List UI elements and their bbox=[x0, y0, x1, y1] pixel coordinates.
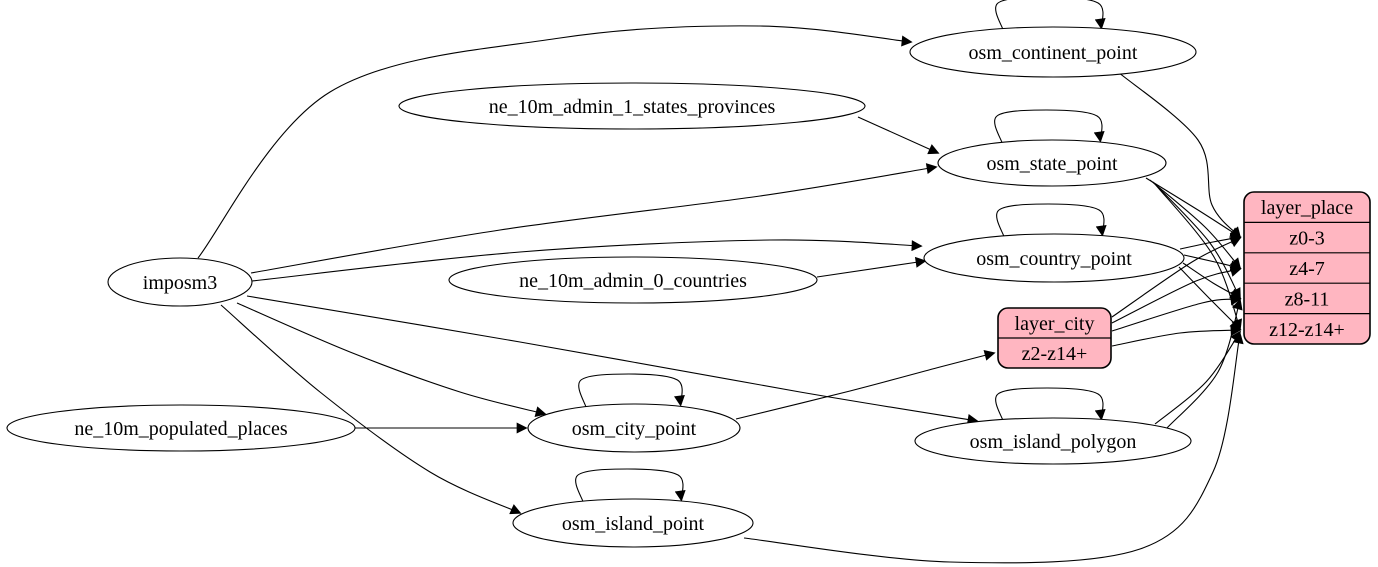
node-osm_continent_point: osm_continent_point bbox=[909, 26, 1197, 78]
node-label-osm_country_point: osm_country_point bbox=[976, 248, 1132, 270]
record-row-layer_place-z8-11: z8-11 bbox=[1285, 288, 1330, 310]
node-imposm3: imposm3 bbox=[107, 257, 253, 307]
node-label-osm_state_point: osm_state_point bbox=[986, 153, 1118, 175]
edge-osm_state_point-to-layer_place-z4-7 bbox=[1149, 179, 1242, 270]
record-row-layer_city-z2-z14+: z2-z14+ bbox=[1022, 343, 1088, 365]
node-shape-osm_city_point bbox=[527, 403, 741, 453]
node-osm_island_point: osm_island_point bbox=[512, 498, 754, 548]
node-osm_country_point: osm_country_point bbox=[923, 233, 1185, 283]
edge-osm_continent_point-to-osm_continent_point-self bbox=[995, 0, 1106, 32]
node-shape-osm_continent_point bbox=[909, 26, 1197, 78]
edge-osm_continent_point-to-layer_place-z0-3 bbox=[1117, 71, 1242, 239]
edge-osm_country_point-to-layer_place-z12-z14+ bbox=[1178, 266, 1242, 331]
record-box-layer_place bbox=[1243, 191, 1371, 345]
edge-imposm3-to-osm_state_point bbox=[250, 163, 938, 274]
node-label-osm_city_point: osm_city_point bbox=[572, 418, 697, 440]
node-ne_10m_admin_1_states_provinces: ne_10m_admin_1_states_provinces bbox=[398, 82, 866, 130]
node-label-osm_island_point: osm_island_point bbox=[562, 513, 705, 535]
edge-osm_country_point-to-osm_country_point-self bbox=[996, 203, 1107, 239]
node-shape-ne_10m_populated_places bbox=[6, 404, 356, 452]
node-shape-osm_country_point bbox=[923, 233, 1185, 283]
node-layer_city: layer_city z2-z14+ bbox=[997, 307, 1112, 369]
edge-imposm3-to-osm_country_point bbox=[251, 239, 923, 282]
edge-osm_island_polygon-to-osm_island_polygon-self bbox=[995, 387, 1106, 423]
edge-imposm3-to-osm_city_point bbox=[236, 302, 547, 417]
record-row-layer_place-z4-7: z4-7 bbox=[1289, 258, 1325, 280]
edge-osm_island_point-to-layer_place-z12-z14+ bbox=[743, 332, 1244, 564]
edge-ne_10m_admin_1_states_provinces-to-osm_state_point bbox=[857, 116, 940, 155]
node-ne_10m_populated_places: ne_10m_populated_places bbox=[6, 404, 356, 452]
edge-osm_island_polygon-to-layer_place-z12-z14+ bbox=[1154, 330, 1241, 425]
edge-ne_10m_admin_0_countries-to-osm_country_point bbox=[816, 256, 927, 278]
edge-imposm3-to-osm_continent_point bbox=[197, 25, 913, 259]
edge-layer_city-to-layer_place-z4-7 bbox=[1111, 266, 1242, 324]
edge-layer_city-to-layer_place-z12-z14+ bbox=[1111, 324, 1242, 347]
node-shape-ne_10m_admin_1_states_provinces bbox=[398, 82, 866, 130]
node-label-osm_continent_point: osm_continent_point bbox=[969, 42, 1138, 64]
edge-imposm3-to-osm_island_polygon bbox=[246, 295, 979, 425]
record-row-layer_place-z0-3: z0-3 bbox=[1289, 228, 1325, 250]
edge-osm_city_point-to-layer_city-z2-z14+ bbox=[735, 350, 996, 420]
node-shape-osm_island_polygon bbox=[914, 417, 1192, 465]
edge-osm_state_point-to-layer_place-z12-z14+ bbox=[1154, 183, 1243, 331]
node-label-ne_10m_populated_places: ne_10m_populated_places bbox=[74, 418, 287, 440]
node-shape-osm_island_point bbox=[512, 498, 754, 548]
edge-osm_state_point-to-layer_place-z0-3 bbox=[1145, 177, 1242, 238]
node-label-imposm3: imposm3 bbox=[143, 272, 217, 294]
node-osm_island_polygon: osm_island_polygon bbox=[914, 417, 1192, 465]
edge-osm_country_point-to-layer_place-z0-3 bbox=[1179, 233, 1242, 250]
node-layer_place: layer_place z0-3 z4-7 z8-11 z12-z14+ bbox=[1243, 191, 1371, 345]
node-shape-ne_10m_admin_0_countries bbox=[448, 256, 818, 304]
node-label-osm_island_polygon: osm_island_polygon bbox=[970, 431, 1137, 453]
node-osm_city_point: osm_city_point bbox=[527, 403, 741, 453]
edge-osm_state_point-to-osm_state_point-self bbox=[994, 109, 1105, 145]
node-label-ne_10m_admin_0_countries: ne_10m_admin_0_countries bbox=[519, 270, 747, 292]
node-shape-osm_state_point bbox=[937, 139, 1167, 187]
record-row-layer_place-z12-z14+: z12-z14+ bbox=[1269, 319, 1345, 341]
edge-osm_island_polygon-to-layer_place-z8-11 bbox=[1166, 298, 1243, 429]
edge-osm_island_point-to-osm_island_point-self bbox=[575, 468, 686, 504]
record-header-layer_city: layer_city bbox=[1015, 313, 1095, 335]
node-osm_state_point: osm_state_point bbox=[937, 139, 1167, 187]
node-ne_10m_admin_0_countries: ne_10m_admin_0_countries bbox=[448, 256, 818, 304]
node-shape-imposm3 bbox=[107, 257, 253, 307]
node-label-ne_10m_admin_1_states_provinces: ne_10m_admin_1_states_provinces bbox=[489, 96, 776, 118]
edge-osm_city_point-to-osm_city_point-self bbox=[578, 373, 685, 409]
record-header-layer_place: layer_place bbox=[1261, 197, 1353, 219]
edge-layer_city-to-layer_place-z0-3 bbox=[1111, 237, 1242, 318]
